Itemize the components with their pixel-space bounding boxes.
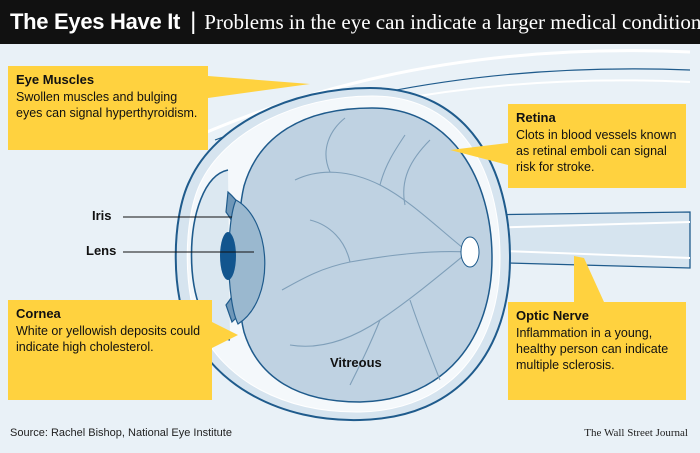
lens-label: Lens bbox=[86, 243, 117, 258]
vitreous-body bbox=[237, 107, 493, 403]
optic-nerve-title: Optic Nerve bbox=[516, 308, 589, 323]
retinal-blood-vessels bbox=[281, 117, 469, 386]
cornea-title: Cornea bbox=[16, 306, 61, 321]
cornea-callout: Cornea White or yellowish deposits could… bbox=[8, 300, 212, 400]
optic-disc bbox=[460, 236, 480, 268]
pupil bbox=[220, 232, 236, 280]
eye-muscles-callout: Eye Muscles Swollen muscles and bulging … bbox=[8, 66, 208, 150]
title-separator: | bbox=[190, 8, 197, 35]
eye-muscles-title: Eye Muscles bbox=[16, 72, 95, 87]
publisher-credit: The Wall Street Journal bbox=[584, 427, 688, 439]
eye-muscles-text: Swollen muscles and bulging eyes can sig… bbox=[16, 90, 198, 120]
optic-nerve-stripe-1 bbox=[479, 221, 691, 229]
cornea-pointer bbox=[212, 322, 238, 348]
title-bar: The Eyes Have It | Problems in the eye c… bbox=[0, 0, 700, 44]
page-title: The Eyes Have It bbox=[10, 9, 181, 34]
optic-nerve-callout: Optic Nerve Inflammation in a young, hea… bbox=[508, 302, 686, 400]
eye-muscles-pointer bbox=[208, 76, 310, 98]
iris-label: Iris bbox=[92, 208, 112, 223]
retina-callout: Retina Clots in blood vessels known as r… bbox=[508, 104, 686, 188]
retina-pointer bbox=[450, 143, 508, 165]
source-note: Source: Rachel Bishop, National Eye Inst… bbox=[10, 427, 232, 439]
optic-nerve-stripe-2 bbox=[479, 249, 691, 259]
optic-nerve-text: Inflammation in a young, healthy person … bbox=[516, 326, 669, 372]
vitreous-label: Vitreous bbox=[330, 355, 382, 370]
optic-nerve-pointer bbox=[574, 256, 604, 302]
retina-text: Clots in blood vessels known as retinal … bbox=[516, 128, 677, 174]
cornea-text: White or yellowish deposits could indica… bbox=[16, 324, 201, 354]
muscle-line-top-1 bbox=[199, 49, 691, 137]
page-subtitle: Problems in the eye can indicate a large… bbox=[204, 9, 700, 34]
retina-title: Retina bbox=[516, 110, 556, 125]
